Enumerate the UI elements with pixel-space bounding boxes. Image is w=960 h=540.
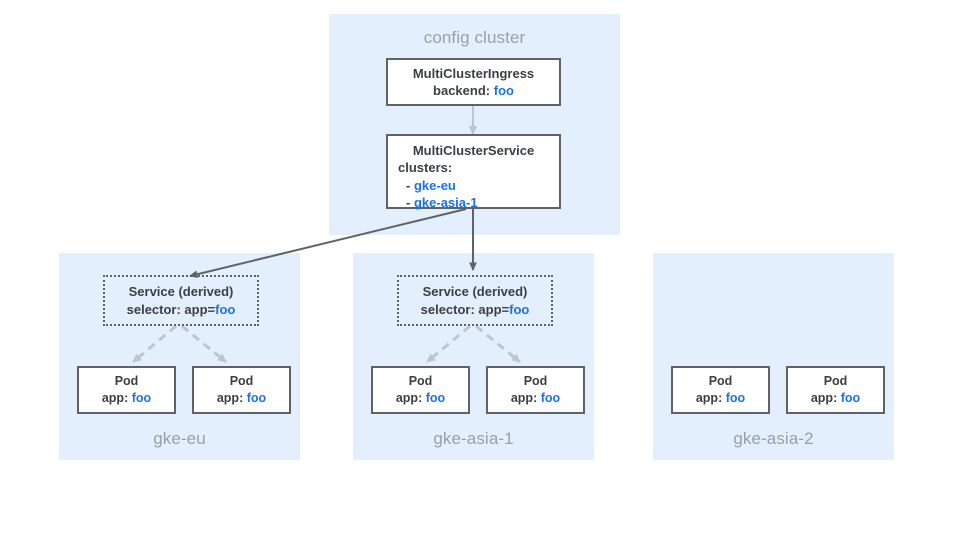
derived-service-kind: Service (derived) [128,284,234,300]
box-pod-gke-eu-1[interactable]: Pod app: foo [77,366,176,414]
panel-cluster-gke-asia-2: gke-asia-2 [653,253,894,460]
derived-service-selector: selector: app=foo [421,301,530,318]
derived-service-selector: selector: app=foo [127,301,236,318]
panel-cluster-gke-asia-1: gke-asia-1 [353,253,594,460]
box-pod-gke-asia-1-2[interactable]: Pod app: foo [486,366,585,414]
pod-app-label: app: [510,391,538,405]
multiclusterservice-clusters-label: clusters: [398,160,453,176]
derived-service-selector-value: foo [215,301,236,317]
derived-service-selector-label: selector: app= [420,301,510,317]
pod-app-value: foo [246,391,267,405]
pod-app-label: app: [216,391,244,405]
multiclusterservice-cluster-item: - gke-asia-1 [388,194,559,211]
pod-app: app: foo [217,390,266,407]
panel-title-gke-asia-1: gke-asia-1 [433,429,514,448]
multiclusterservice-kind: MultiClusterService [412,143,535,158]
derived-service-selector-value: foo [509,301,530,317]
pod-app-label: app: [395,391,423,405]
box-multiclusterservice[interactable]: MultiClusterService clusters: - gke-eu -… [386,134,561,211]
multiclusteringress-kind: MultiClusterIngress [412,65,535,81]
cluster-item-bullet: - [406,177,411,193]
box-multiclusteringress[interactable]: MultiClusterIngress backend: foo [386,58,561,106]
pod-app: app: foo [102,390,151,407]
cluster-item-name: gke-eu [413,177,456,193]
pod-kind: Pod [408,374,433,389]
multiclusteringress-backend-value: foo [493,83,514,98]
pod-app-label: app: [810,391,838,405]
pod-app-value: foo [725,391,746,405]
box-pod-gke-asia-1-1[interactable]: Pod app: foo [371,366,470,414]
pod-kind: Pod [114,374,139,389]
multiclusteringress-backend: backend: foo [433,82,514,99]
cluster-item-name: gke-asia-1 [413,194,478,210]
panel-title-gke-eu: gke-eu [153,429,206,448]
pod-app-label: app: [101,391,129,405]
pod-app-value: foo [540,391,561,405]
pod-app-label: app: [695,391,723,405]
pod-app: app: foo [396,390,445,407]
pod-kind: Pod [708,374,733,389]
pod-app: app: foo [511,390,560,407]
cluster-item-bullet: - [406,194,411,210]
box-pod-gke-eu-2[interactable]: Pod app: foo [192,366,291,414]
box-pod-gke-asia-2-2[interactable]: Pod app: foo [786,366,885,414]
pod-app-value: foo [840,391,861,405]
derived-service-kind: Service (derived) [422,284,528,300]
box-pod-gke-asia-2-1[interactable]: Pod app: foo [671,366,770,414]
multiclusteringress-backend-label: backend: [433,83,491,98]
multiclusterservice-cluster-item: - gke-eu [388,177,559,194]
pod-kind: Pod [823,374,848,389]
pod-app-value: foo [131,391,152,405]
pod-app-value: foo [425,391,446,405]
panel-title-config-cluster: config cluster [423,28,526,47]
derived-service-selector-label: selector: app= [126,301,216,317]
panel-cluster-gke-eu: gke-eu [59,253,300,460]
pod-app: app: foo [696,390,745,407]
box-derived-service-gke-eu[interactable]: Service (derived) selector: app=foo [103,275,259,326]
pod-kind: Pod [229,374,254,389]
pod-kind: Pod [523,374,548,389]
pod-app: app: foo [811,390,860,407]
box-derived-service-gke-asia-1[interactable]: Service (derived) selector: app=foo [397,275,553,326]
panel-title-gke-asia-2: gke-asia-2 [733,429,814,448]
